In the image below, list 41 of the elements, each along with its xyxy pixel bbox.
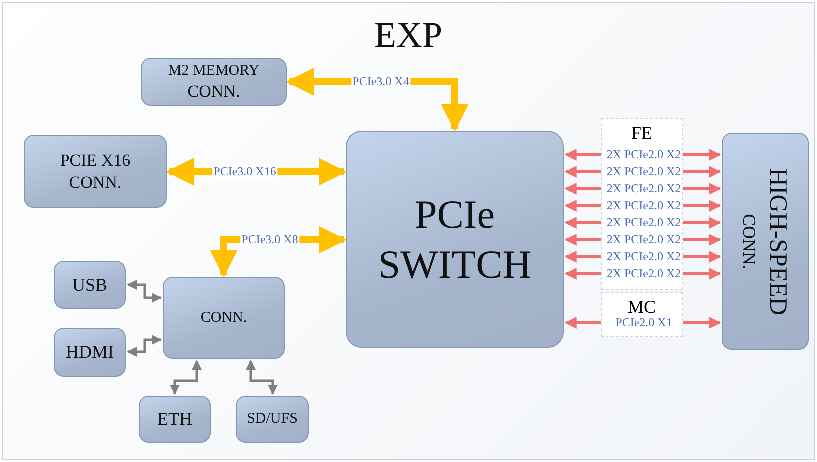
box-label: CONN. [200,308,248,328]
box-label: M2 MEMORY [168,62,260,81]
edge-label: PCIe3.0 X16 [212,165,278,179]
arrow [127,335,162,357]
box-label: CONN. [738,214,761,270]
arrow [170,360,202,395]
edge-label: PCIe3.0 X4 [352,75,410,89]
port-box [54,328,126,377]
edge-label: PCIe3.0 X8 [240,233,300,247]
box-label: PCIE X16 [60,150,131,172]
switch-box [346,131,564,348]
edge-label: 2X PCIe2.0 X2 [606,267,682,281]
box-label: CONN. [188,80,240,102]
edge-label: 2X PCIe2.0 X2 [606,199,682,213]
connector-box [141,58,287,106]
connector-box [24,135,167,208]
box-label: USB [72,274,108,296]
edge-label: 2X PCIe2.0 X2 [606,165,682,179]
edge-label: 2X PCIe2.0 X2 [606,233,682,247]
arrow [127,280,162,303]
edge-label: 2X PCIe2.0 X2 [606,148,682,162]
edge-label: 2X PCIe2.0 X2 [606,216,682,230]
port-box [139,396,211,443]
edge-label: 2X PCIe2.0 X2 [606,182,682,196]
diagram-title: EXP [374,15,442,55]
box-label: ETH [158,408,192,431]
group-label: FE [630,122,654,144]
box-label: HIGH-SPEED [763,168,792,316]
box-label: CONN. [69,172,122,193]
box-label: HDMI [66,341,114,364]
arrow [246,360,278,395]
edge-label: 2X PCIe2.0 X2 [606,250,682,264]
group-label: MC [626,296,657,318]
port-box [54,261,126,309]
connector-box [163,277,285,359]
connector-box [722,133,809,350]
port-box [236,396,309,443]
edge-label: PCIe2.0 X1 [614,316,674,330]
box-label: PCIe [415,190,495,238]
box-label: SD/UFS [247,410,298,429]
box-label: SWITCH [378,240,532,288]
